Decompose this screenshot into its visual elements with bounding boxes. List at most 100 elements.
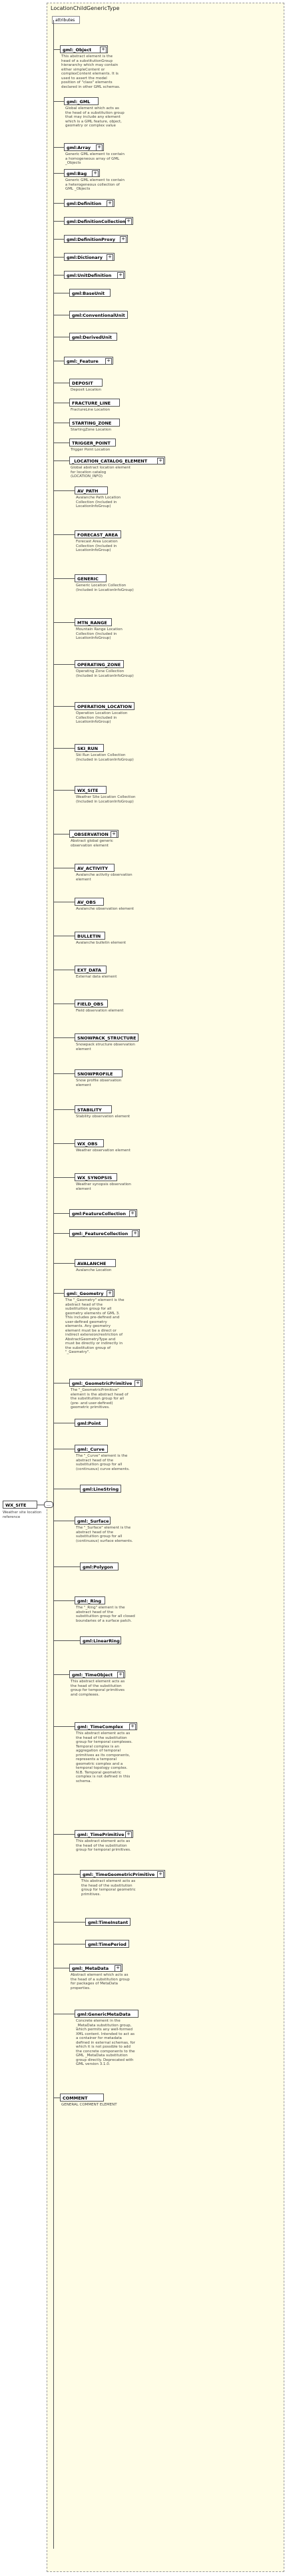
schema-element[interactable]: gml:UnitDefinition+ <box>64 271 125 279</box>
schema-element[interactable]: SKI_RUN <box>75 744 104 752</box>
schema-element[interactable]: gml:Bag+ <box>64 169 100 177</box>
schema-element[interactable]: gml:GenericMetaData <box>75 2010 139 2018</box>
schema-element[interactable]: gml:_Object+ <box>60 45 108 53</box>
expand-icon[interactable]: + <box>96 144 103 151</box>
schema-element[interactable]: gml:_Ring <box>75 1596 105 1604</box>
schema-element[interactable]: gml:_Curve <box>75 1445 108 1453</box>
schema-element[interactable]: GENERIC <box>75 574 107 582</box>
schema-element[interactable]: gml:DefinitionProxy + <box>64 235 128 243</box>
schema-element[interactable]: gml:_MetaData+ <box>69 1964 123 1972</box>
element-name: SNOWPACK_STRUCTURE <box>77 1035 137 1041</box>
attributes-box[interactable]: attributes <box>52 16 80 24</box>
schema-element[interactable]: gml:_TimeObject+ <box>69 1670 125 1678</box>
schema-element[interactable]: gml:TimePeriod <box>85 1940 129 1948</box>
schema-element[interactable]: STABILITY <box>75 1105 112 1113</box>
schema-element[interactable]: FRACTURE_LINE <box>69 399 120 407</box>
schema-element[interactable]: OPERATING_ZONE <box>75 660 124 668</box>
element-description: Operating Zone Collection (Included in L… <box>76 669 134 678</box>
schema-element[interactable]: gml:DerivedUnit <box>69 333 117 341</box>
expand-icon[interactable]: + <box>157 1871 164 1878</box>
element-name: WX_SYNOPSIS <box>77 1175 113 1181</box>
schema-element[interactable]: FIELD_OBS <box>75 1000 108 1008</box>
schema-element[interactable]: gml:_GML <box>64 97 99 105</box>
schema-element[interactable]: gml:_Surface <box>75 1517 111 1525</box>
schema-element[interactable]: gml:DefinitionCollection+ <box>64 217 133 225</box>
element-name: gml:LineString <box>83 1487 119 1492</box>
schema-element[interactable]: gml:_Geometry+ <box>64 1289 115 1297</box>
schema-element[interactable]: SNOWPROFILE <box>75 1069 123 1077</box>
expand-icon[interactable]: + <box>125 218 132 225</box>
element-name: gml:_Ring <box>77 1598 102 1604</box>
expand-icon[interactable]: + <box>100 47 107 53</box>
schema-element[interactable]: _OBSERVATION+ <box>69 830 119 838</box>
schema-element[interactable]: gml:_TimeGeometricPrimitive+ <box>80 1870 165 1878</box>
schema-element[interactable]: gml:_TimePrimitive+ <box>75 1830 133 1838</box>
element-name: gml:_Surface <box>77 1519 109 1524</box>
element-name: gml:DefinitionProxy <box>67 237 116 242</box>
expand-icon[interactable]: + <box>117 1672 124 1678</box>
element-name: _OBSERVATION <box>72 832 109 837</box>
schema-element[interactable]: TRIGGER_POINT <box>69 439 116 447</box>
schema-element[interactable]: _LOCATION_CATALOG_ELEMENT+ <box>69 457 165 464</box>
expand-icon[interactable]: + <box>107 254 113 261</box>
element-description: Avalanche Path Location Collection (Incl… <box>76 496 121 508</box>
expand-icon[interactable]: + <box>157 458 164 464</box>
expand-icon[interactable]: + <box>107 200 113 207</box>
expand-icon[interactable]: + <box>117 272 124 279</box>
expand-icon[interactable]: + <box>107 1290 113 1297</box>
schema-element[interactable]: OPERATION_LOCATION <box>75 702 135 710</box>
schema-element[interactable]: gml:Point <box>75 1419 108 1427</box>
element-name: OPERATING_ZONE <box>77 662 121 667</box>
expand-icon[interactable]: + <box>111 831 117 838</box>
element-connector <box>53 1600 75 1601</box>
schema-element[interactable]: WX_SYNOPSIS <box>75 1173 117 1181</box>
schema-element[interactable]: gml:FeatureCollection+ <box>69 1209 137 1217</box>
schema-element[interactable]: gml:_GeometricPrimitive+ <box>69 1379 143 1387</box>
schema-element[interactable]: COMMENT <box>60 2094 104 2102</box>
schema-element[interactable]: gml:LinearRing <box>80 1636 121 1644</box>
schema-element[interactable]: gml:TimeInstant <box>85 1918 131 1926</box>
schema-element[interactable]: WX_OBS <box>75 1139 104 1147</box>
schema-element[interactable]: AV_ACTIVITY <box>75 864 115 872</box>
expand-icon[interactable]: + <box>92 170 99 177</box>
schema-element[interactable]: gml:Dictionary+ <box>64 253 115 261</box>
element-name: GENERIC <box>77 576 99 582</box>
schema-element[interactable]: gml:LineString <box>80 1485 121 1493</box>
schema-element[interactable]: MTN_RANGE <box>75 618 112 626</box>
element-description: Concrete element in the _MetaData substi… <box>76 2019 136 2066</box>
schema-element[interactable]: gml:Array+ <box>64 143 104 151</box>
schema-element[interactable]: SNOWPACK_STRUCTURE <box>75 1033 139 1041</box>
schema-element[interactable]: FORECAST_AREA <box>75 530 121 538</box>
expand-icon[interactable]: + <box>132 1230 139 1237</box>
schema-element[interactable]: gml:Polygon <box>80 1563 119 1570</box>
expand-icon[interactable]: + <box>105 358 112 365</box>
schema-element[interactable]: AV_PATH <box>75 486 108 494</box>
element-name: WX_OBS <box>77 1141 98 1147</box>
expand-icon[interactable]: + <box>129 1210 136 1217</box>
schema-element[interactable]: gml:_Feature+ <box>64 357 113 365</box>
schema-element[interactable]: EXT_DATA <box>75 966 107 974</box>
expand-icon[interactable]: + <box>129 1724 136 1730</box>
schema-element[interactable]: AVALANCHE <box>75 1259 116 1267</box>
schema-element[interactable]: AV_OBS <box>75 898 104 906</box>
element-connector <box>53 534 75 535</box>
expand-icon[interactable]: + <box>120 236 127 243</box>
root-element[interactable]: WX_SITE <box>3 1501 37 1509</box>
element-name: gml:Definition <box>67 201 102 206</box>
schema-element[interactable]: gml:ConventionalUnit <box>69 311 128 319</box>
schema-element[interactable]: WX_SITE <box>75 786 107 794</box>
schema-element[interactable]: gml:Definition + <box>64 199 115 207</box>
element-description: Global abstract location element for loc… <box>71 466 131 478</box>
expand-icon[interactable]: + <box>135 1380 141 1387</box>
schema-element[interactable]: gml:_TimeComplex+ <box>75 1722 137 1730</box>
expand-icon[interactable]: + <box>115 1965 121 1972</box>
schema-element[interactable]: gml:BaseUnit <box>69 289 111 297</box>
schema-element[interactable]: DEPOSIT <box>69 379 103 387</box>
element-description: This abstract element acts as the head o… <box>76 1839 131 1852</box>
schema-element[interactable]: gml:_FeatureCollection+ <box>69 1229 140 1237</box>
element-name: gml:FeatureCollection <box>72 1211 126 1216</box>
element-name: gml:TimeInstant <box>88 1920 129 1925</box>
schema-element[interactable]: STARTING_ZONE <box>69 419 120 427</box>
expand-icon[interactable]: + <box>125 1831 132 1838</box>
schema-element[interactable]: BULLETIN <box>75 932 105 940</box>
